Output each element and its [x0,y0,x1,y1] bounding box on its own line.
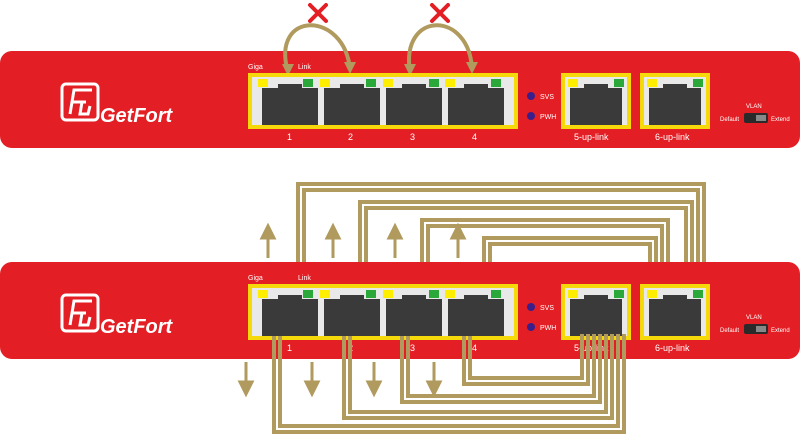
pwh-led [527,323,535,331]
rj45-port-4[interactable] [445,290,504,336]
port-label-1: 1 [287,343,292,353]
link-label: Link [298,275,311,282]
vlan-extend-label: Extend [771,328,790,334]
uplink-label-6: 6-up-link [655,132,690,142]
svs-led [527,92,535,100]
brand-name: GetFort [100,105,174,127]
pwh-led [527,112,535,120]
cross-icon [308,3,328,23]
port-label-3: 3 [410,132,415,142]
uplink-label-5: 5-up-link [574,343,609,353]
bottom-switch: GetFort Giga Link 1 [0,182,800,434]
arrow-up-icon [404,64,416,76]
port-label-3: 3 [410,343,415,353]
arrow-down-icon [303,380,321,398]
svs-label: SVS [540,94,554,101]
cables-upper [296,182,706,288]
uplink-port-6[interactable] [640,284,710,340]
arrows-down [237,362,443,398]
arrow-up-icon [344,62,356,74]
arrow-down-icon [365,380,383,398]
rj45-port-4[interactable] [445,79,504,125]
arrow-up-icon [386,222,404,240]
vlan-label: VLAN [746,104,762,110]
vlan-default-label: Default [720,117,739,123]
port-label-1: 1 [287,132,292,142]
pwh-label: PWH [540,114,556,121]
vlan-extend-label: Extend [771,117,790,123]
vlan-label: VLAN [746,315,762,321]
giga-label: Giga [248,64,263,71]
arrow-up-icon [324,222,342,240]
rj45-port-3[interactable] [383,79,442,125]
rj45-port-1[interactable] [258,79,318,125]
link-label: Link [298,64,311,71]
brand-name: GetFort [100,316,174,338]
uplink-port-5[interactable] [561,73,631,129]
arrow-down-icon [237,380,255,398]
arrows-up [259,222,467,258]
logo-icon [60,82,100,122]
svs-label: SVS [540,305,554,312]
port-label-2: 2 [348,132,353,142]
logo-icon [60,293,100,333]
rj45-port-1[interactable] [258,290,318,336]
rj45-port-3[interactable] [383,290,442,336]
arrow-down-icon [425,380,443,398]
arrow-up-icon [282,64,294,76]
svs-led [527,303,535,311]
top-loop-right [407,23,474,73]
uplink-label-6: 6-up-link [655,343,690,353]
giga-label: Giga [248,275,263,282]
uplink-label-5: 5-up-link [574,132,609,142]
uplink-port-5[interactable] [561,284,631,340]
arrow-up-icon [466,62,478,74]
arrow-up-icon [449,222,467,240]
top-loop-left [283,23,352,73]
rj45-port-2[interactable] [320,290,380,336]
top-switch: GetFort Giga Link [0,3,800,148]
rj45-port-2[interactable] [320,79,380,125]
port-label-4: 4 [472,132,477,142]
port-label-4: 4 [472,343,477,353]
uplink-port-6[interactable] [640,73,710,129]
cables-lower [272,334,626,434]
cross-icon [430,3,450,23]
pwh-label: PWH [540,325,556,332]
vlan-default-label: Default [720,328,739,334]
arrow-up-icon [259,222,277,240]
